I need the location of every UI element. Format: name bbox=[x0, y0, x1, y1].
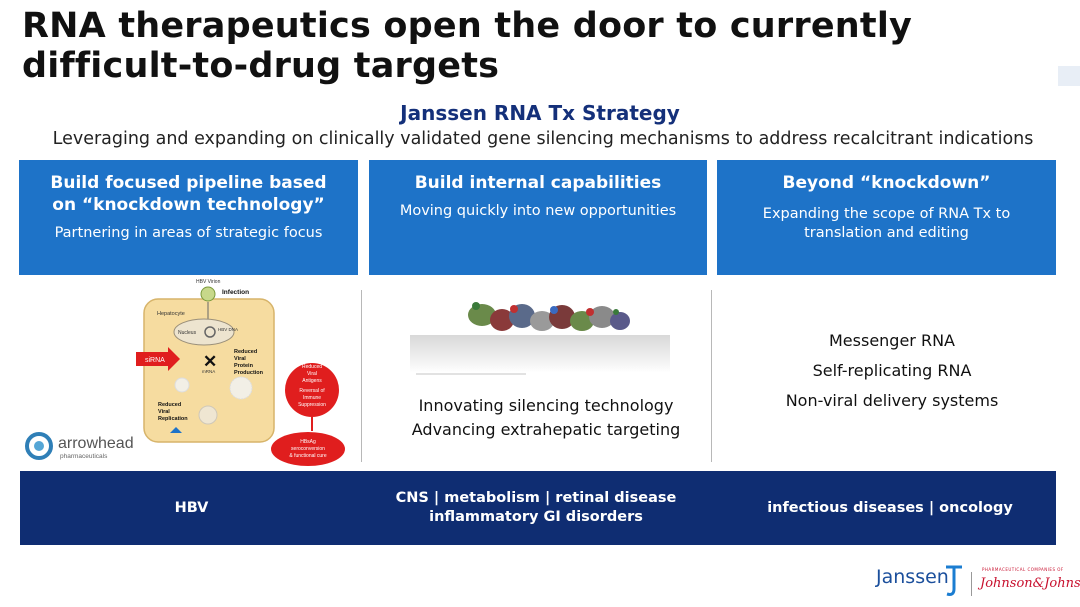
column-heading-line: on “knockdown technology” bbox=[52, 195, 325, 215]
sirna-arrow bbox=[136, 347, 180, 371]
column-heading: Build focused pipeline based on “knockdo… bbox=[19, 172, 358, 216]
reduced-replication-label: Viral bbox=[158, 409, 170, 415]
infection-label: Infection bbox=[222, 289, 249, 296]
virion-label: HBV Virion bbox=[196, 279, 221, 285]
reduced-protein-label: Viral bbox=[234, 356, 246, 362]
block-x-icon: ✕ bbox=[203, 352, 217, 371]
indication-cell: CNS | metabolism | retinal disease infla… bbox=[363, 471, 709, 545]
column-heading-line: Build focused pipeline based bbox=[50, 173, 327, 193]
column-subheading: Partnering in areas of strategic focus bbox=[54, 225, 323, 241]
column-box-capabilities: Build internal capabilities Moving quick… bbox=[369, 160, 707, 275]
arrowhead-logo-text: arrowhead bbox=[58, 435, 134, 452]
indication-text: HBV bbox=[174, 499, 209, 516]
small-triangle-icon bbox=[170, 427, 182, 433]
reduced-replication-label: Replication bbox=[158, 416, 188, 422]
replication-particle bbox=[174, 377, 190, 393]
arrowhead-logo-subtext: pharmaceuticals bbox=[60, 453, 108, 460]
capabilities-text: Innovating silencing technology Advancin… bbox=[370, 394, 722, 442]
column-divider bbox=[361, 290, 362, 462]
beyond-list: Messenger RNA Self-replicating RNA Non-v… bbox=[716, 326, 1068, 416]
reversal-label: Immune bbox=[303, 395, 321, 401]
corner-mark bbox=[1058, 66, 1080, 86]
indication-cell: HBV bbox=[20, 471, 363, 545]
nucleus bbox=[173, 318, 235, 346]
slide-title: RNA therapeutics open the door to curren… bbox=[22, 6, 1022, 86]
reversal-label: Reversal of bbox=[299, 388, 325, 394]
column-box-pipeline: Build focused pipeline based on “knockdo… bbox=[19, 160, 358, 275]
capability-line: Advancing extrahepatic targeting bbox=[411, 420, 681, 439]
jnj-logo: Johnson&Johnson bbox=[980, 576, 1080, 591]
slide-title-line2: difficult-to-drug targets bbox=[22, 46, 500, 86]
reduced-protein-label: Production bbox=[234, 370, 264, 376]
replication-particle bbox=[198, 405, 218, 425]
outcome-circle bbox=[285, 363, 339, 417]
janssen-logo: Janssen bbox=[876, 566, 949, 588]
reduced-protein-label: Reduced bbox=[234, 349, 257, 355]
beyond-list-item: Self-replicating RNA bbox=[812, 361, 972, 380]
reduced-protein-label: Protein bbox=[234, 363, 254, 369]
column-heading: Beyond “knockdown” bbox=[782, 173, 991, 193]
beyond-list-item: Messenger RNA bbox=[829, 331, 955, 350]
indication-text: infectious diseases | oncology bbox=[767, 499, 1013, 516]
arrowhead-logo-dot bbox=[34, 441, 44, 451]
hbv-dna-icon bbox=[204, 326, 216, 338]
beyond-list-item: Non-viral delivery systems bbox=[785, 391, 999, 410]
reversal-label: Suppression bbox=[298, 402, 326, 408]
cure-label: HBsAg bbox=[300, 439, 316, 445]
molecule-helix bbox=[468, 302, 630, 331]
reduced-replication-label: Reduced bbox=[158, 402, 181, 408]
capability-line: Innovating silencing technology bbox=[418, 396, 674, 415]
image-caption-line bbox=[416, 373, 526, 375]
strategy-subtitle: Leveraging and expanding on clinically v… bbox=[52, 129, 1034, 149]
indications-band: HBV CNS | metabolism | retinal disease i… bbox=[20, 471, 1056, 545]
jnj-tagline: PHARMACEUTICAL COMPANIES OF bbox=[982, 567, 1064, 572]
column-subheading-line: Expanding the scope of RNA Tx to bbox=[762, 206, 1011, 222]
column-box-beyond: Beyond “knockdown” Expanding the scope o… bbox=[717, 160, 1056, 275]
virion-icon bbox=[200, 286, 216, 302]
indication-cell: infectious diseases | oncology bbox=[717, 471, 1063, 545]
cure-label: seroconversion bbox=[291, 446, 325, 452]
nucleus-label: Nucleus bbox=[178, 330, 197, 336]
hbv-mechanism-diagram: HBV Virion Infection Hepatocyte Nucleus … bbox=[25, 279, 345, 466]
strategy-title: Janssen RNA Tx Strategy bbox=[400, 101, 680, 125]
cure-label: & functional cure bbox=[289, 453, 326, 459]
column-subheading-line: translation and editing bbox=[804, 225, 969, 241]
slide-title-line1: RNA therapeutics open the door to curren… bbox=[22, 6, 913, 46]
indication-text: inflammatory GI disorders bbox=[429, 509, 643, 525]
janssen-logo-mark bbox=[946, 565, 962, 596]
protein-particles bbox=[229, 376, 253, 400]
antigens-label: Antigens bbox=[302, 378, 322, 384]
logo-separator bbox=[971, 572, 972, 596]
column-heading: Build internal capabilities bbox=[414, 173, 662, 193]
antigens-label: Viral bbox=[307, 371, 317, 377]
antigens-label: Reduced bbox=[302, 364, 322, 370]
sirna-label: siRNA bbox=[145, 357, 165, 364]
column-subheading: Moving quickly into new opportunities bbox=[399, 203, 677, 219]
indication-text: CNS | metabolism | retinal disease bbox=[395, 490, 677, 506]
cure-ellipse bbox=[271, 432, 345, 466]
reflection-shadow bbox=[410, 335, 670, 373]
column-divider bbox=[711, 290, 712, 462]
hbv-dna-label: HBV DNA bbox=[218, 327, 238, 332]
column-subheading: Expanding the scope of RNA Tx to transla… bbox=[717, 205, 1056, 243]
hepatocyte-label: Hepatocyte bbox=[157, 311, 185, 317]
rna-molecule-image bbox=[410, 302, 670, 375]
mrna-label: mRNA bbox=[202, 369, 215, 374]
